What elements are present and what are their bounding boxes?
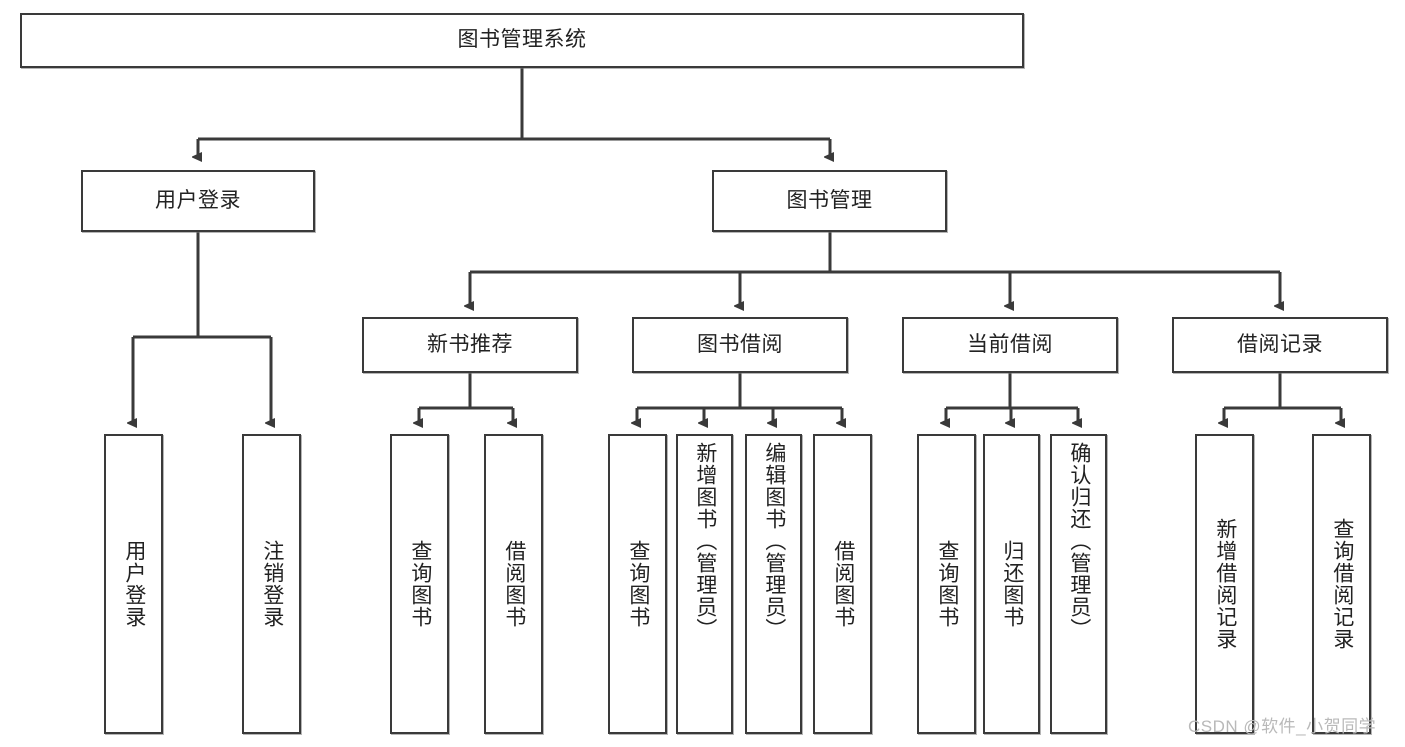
node-user-login[interactable]: 用户登录 [81,170,315,232]
csdn-watermark: CSDN @软件_小贺同学 [1188,717,1377,736]
node-leaf-query-book-1[interactable]: 查询图书 [390,434,449,734]
node-book-manage-label: 图书管理 [786,188,873,212]
node-leaf-borrow-book-2-label: 借阅图书 [831,540,855,628]
node-borrow-record[interactable]: 借阅记录 [1172,317,1388,373]
node-leaf-edit-book[interactable]: 编辑图书（管理员） [745,434,802,734]
node-leaf-query-book-2[interactable]: 查询图书 [608,434,667,734]
node-leaf-add-book-label: 新增图书（管理员） [693,442,717,640]
node-leaf-return-book-label: 归还图书 [1000,540,1024,628]
node-borrow-record-label: 借阅记录 [1237,332,1323,356]
node-leaf-borrow-book-1[interactable]: 借阅图书 [484,434,543,734]
node-leaf-user-logout[interactable]: 注销登录 [242,434,301,734]
node-current-borrow[interactable]: 当前借阅 [902,317,1118,373]
node-leaf-query-book-2-label: 查询图书 [626,540,650,628]
node-root-label: 图书管理系统 [457,28,587,52]
node-leaf-query-record-label: 查询借阅记录 [1330,518,1354,650]
node-leaf-add-record-label: 新增借阅记录 [1213,518,1237,650]
node-leaf-return-book[interactable]: 归还图书 [983,434,1040,734]
node-book-manage[interactable]: 图书管理 [712,170,947,232]
node-user-login-label: 用户登录 [155,188,241,212]
node-leaf-add-book[interactable]: 新增图书（管理员） [676,434,733,734]
node-leaf-user-logout-label: 注销登录 [260,540,284,628]
node-leaf-user-login[interactable]: 用户登录 [104,434,163,734]
node-current-borrow-label: 当前借阅 [967,332,1053,356]
node-leaf-query-book-1-label: 查询图书 [408,540,432,628]
node-new-book-rec-label: 新书推荐 [427,332,513,356]
node-leaf-add-record[interactable]: 新增借阅记录 [1195,434,1254,734]
node-leaf-query-book-3-label: 查询图书 [935,540,959,628]
node-leaf-query-book-3[interactable]: 查询图书 [917,434,976,734]
node-leaf-edit-book-label: 编辑图书（管理员） [762,442,786,640]
node-leaf-confirm-return-label: 确认归还（管理员） [1067,442,1091,640]
node-leaf-borrow-book-1-label: 借阅图书 [502,540,526,628]
node-book-borrow-label: 图书借阅 [697,332,783,356]
node-leaf-confirm-return[interactable]: 确认归还（管理员） [1050,434,1107,734]
node-leaf-borrow-book-2[interactable]: 借阅图书 [813,434,872,734]
node-leaf-query-record[interactable]: 查询借阅记录 [1312,434,1371,734]
node-new-book-rec[interactable]: 新书推荐 [362,317,578,373]
node-leaf-user-login-label: 用户登录 [122,540,146,628]
node-book-borrow[interactable]: 图书借阅 [632,317,848,373]
node-root[interactable]: 图书管理系统 [20,13,1024,68]
